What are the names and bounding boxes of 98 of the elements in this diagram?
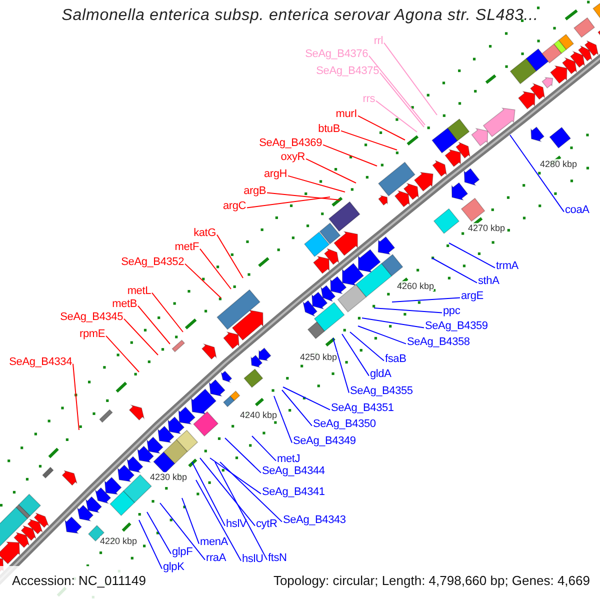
leader-line — [384, 42, 438, 116]
leader-line — [216, 234, 244, 278]
gene-label: argB — [244, 185, 266, 198]
leader-line — [182, 498, 200, 544]
gene-label: ftsN — [268, 552, 287, 565]
gene-label: SeAg_B4358 — [407, 336, 470, 349]
gene-label: metL — [127, 285, 151, 298]
gene-label: rpmE — [80, 328, 105, 341]
leader-line — [220, 462, 282, 522]
gene-label: sthA — [478, 275, 500, 288]
gene-label: SeAg_B4343 — [283, 514, 346, 527]
leader-line — [138, 520, 162, 570]
map-title: Salmonella enterica subsp. enterica serovar Agona str. SL483... — [60, 7, 540, 25]
gene-label: argC — [222, 200, 246, 213]
leader-line — [340, 130, 398, 150]
leader-line — [72, 363, 80, 430]
scale-label: 4260 kbp — [397, 281, 434, 291]
leader-line — [138, 305, 170, 344]
gene-label: hslU — [242, 553, 264, 566]
leader-line — [368, 55, 426, 126]
leader-line — [214, 462, 268, 560]
leader-line — [350, 332, 384, 362]
leader-line — [362, 318, 424, 328]
gene-label: metF — [174, 241, 199, 254]
gene-label: SeAg_B4359 — [425, 320, 488, 333]
leader-line — [432, 258, 478, 284]
gene-label: gldA — [370, 368, 392, 381]
leader-line — [152, 292, 184, 332]
scale-label: 4280 kbp — [540, 159, 578, 169]
gene-label: glpF — [172, 546, 193, 559]
gene-label: SeAg_B4334 — [9, 356, 72, 369]
leader-line — [342, 334, 370, 376]
gene-label: SeAg_B4344 — [262, 465, 325, 478]
leader-line — [246, 196, 330, 208]
leader-line — [288, 175, 346, 192]
gene-label: argH — [264, 168, 287, 181]
leader-line — [200, 248, 232, 290]
gene-label: coaA — [565, 204, 590, 217]
leader-line — [448, 242, 496, 268]
leader-line — [380, 72, 424, 128]
leader-line — [358, 115, 406, 140]
leader-line — [196, 480, 242, 562]
gene-label: SeAg_B4355 — [350, 385, 413, 398]
leader-line — [192, 462, 226, 526]
gene-label: btuB — [318, 123, 340, 136]
gene-label: ppc — [443, 305, 460, 318]
gene-label: metJ — [277, 453, 300, 466]
leader-line — [392, 297, 460, 302]
leader-line — [266, 192, 340, 200]
leader-line — [282, 386, 330, 410]
leader-line — [146, 512, 172, 554]
gene-label: murI — [336, 108, 357, 121]
leader-line — [358, 326, 406, 344]
leader-line — [210, 458, 262, 494]
leader-line — [332, 338, 350, 394]
scale-label: 4240 kbp — [240, 410, 278, 420]
leader-line — [252, 436, 276, 462]
gene-label: glpK — [163, 561, 184, 574]
scale-label: 4220 kbp — [100, 536, 138, 546]
gene-label: argE — [461, 290, 484, 303]
scale-label: 4250 kbp — [300, 352, 338, 362]
gene-label: SeAg_B4349 — [293, 435, 356, 448]
gene-label: SeAg_B4345 — [60, 311, 123, 324]
gene-label: rraA — [206, 552, 226, 565]
leader-line — [124, 318, 158, 356]
gene-label: trmA — [496, 260, 518, 273]
leader-line — [274, 396, 292, 444]
gene-label: oxyR — [280, 151, 305, 164]
leader-line — [160, 502, 206, 560]
gene-label: SeAg_B4375 — [316, 65, 379, 78]
footer-text: Topology: circular; Length: 4,798,660 bp; Genes: 4,669 — [273, 573, 590, 588]
gene-label: SeAg_B4351 — [331, 402, 394, 415]
gene-label: SeAg_B4369 — [259, 137, 322, 150]
gene-label: fsaB — [385, 353, 406, 366]
leader-line — [200, 458, 256, 526]
gene-label: cytR — [256, 518, 278, 531]
leader-line — [224, 438, 262, 474]
scale-label: 4270 kbp — [468, 223, 506, 233]
scale-label: 4230 kbp — [150, 472, 188, 482]
leader-line — [306, 158, 356, 184]
leader-line — [282, 390, 312, 426]
leader-line — [322, 144, 378, 166]
footer-text: Accession: NC_011149 — [12, 573, 146, 588]
gene-label: SeAg_B4376 — [305, 48, 368, 61]
gene-label: rrl — [374, 35, 383, 48]
leader-line — [374, 308, 442, 314]
leader-line — [184, 263, 222, 298]
leader-line — [376, 100, 418, 132]
leader-line — [510, 134, 564, 212]
gene-label: katG — [194, 227, 216, 240]
leader-line — [106, 335, 140, 372]
gene-label: SeAg_B4341 — [262, 486, 325, 499]
gene-label: rrs — [362, 93, 375, 106]
gene-label: hslV — [226, 518, 247, 531]
gene-label: SeAg_B4350 — [313, 418, 376, 431]
gene-label: menA — [200, 536, 228, 549]
gene-label: SeAg_B4352 — [121, 256, 184, 269]
gene-label: metB — [112, 298, 137, 311]
